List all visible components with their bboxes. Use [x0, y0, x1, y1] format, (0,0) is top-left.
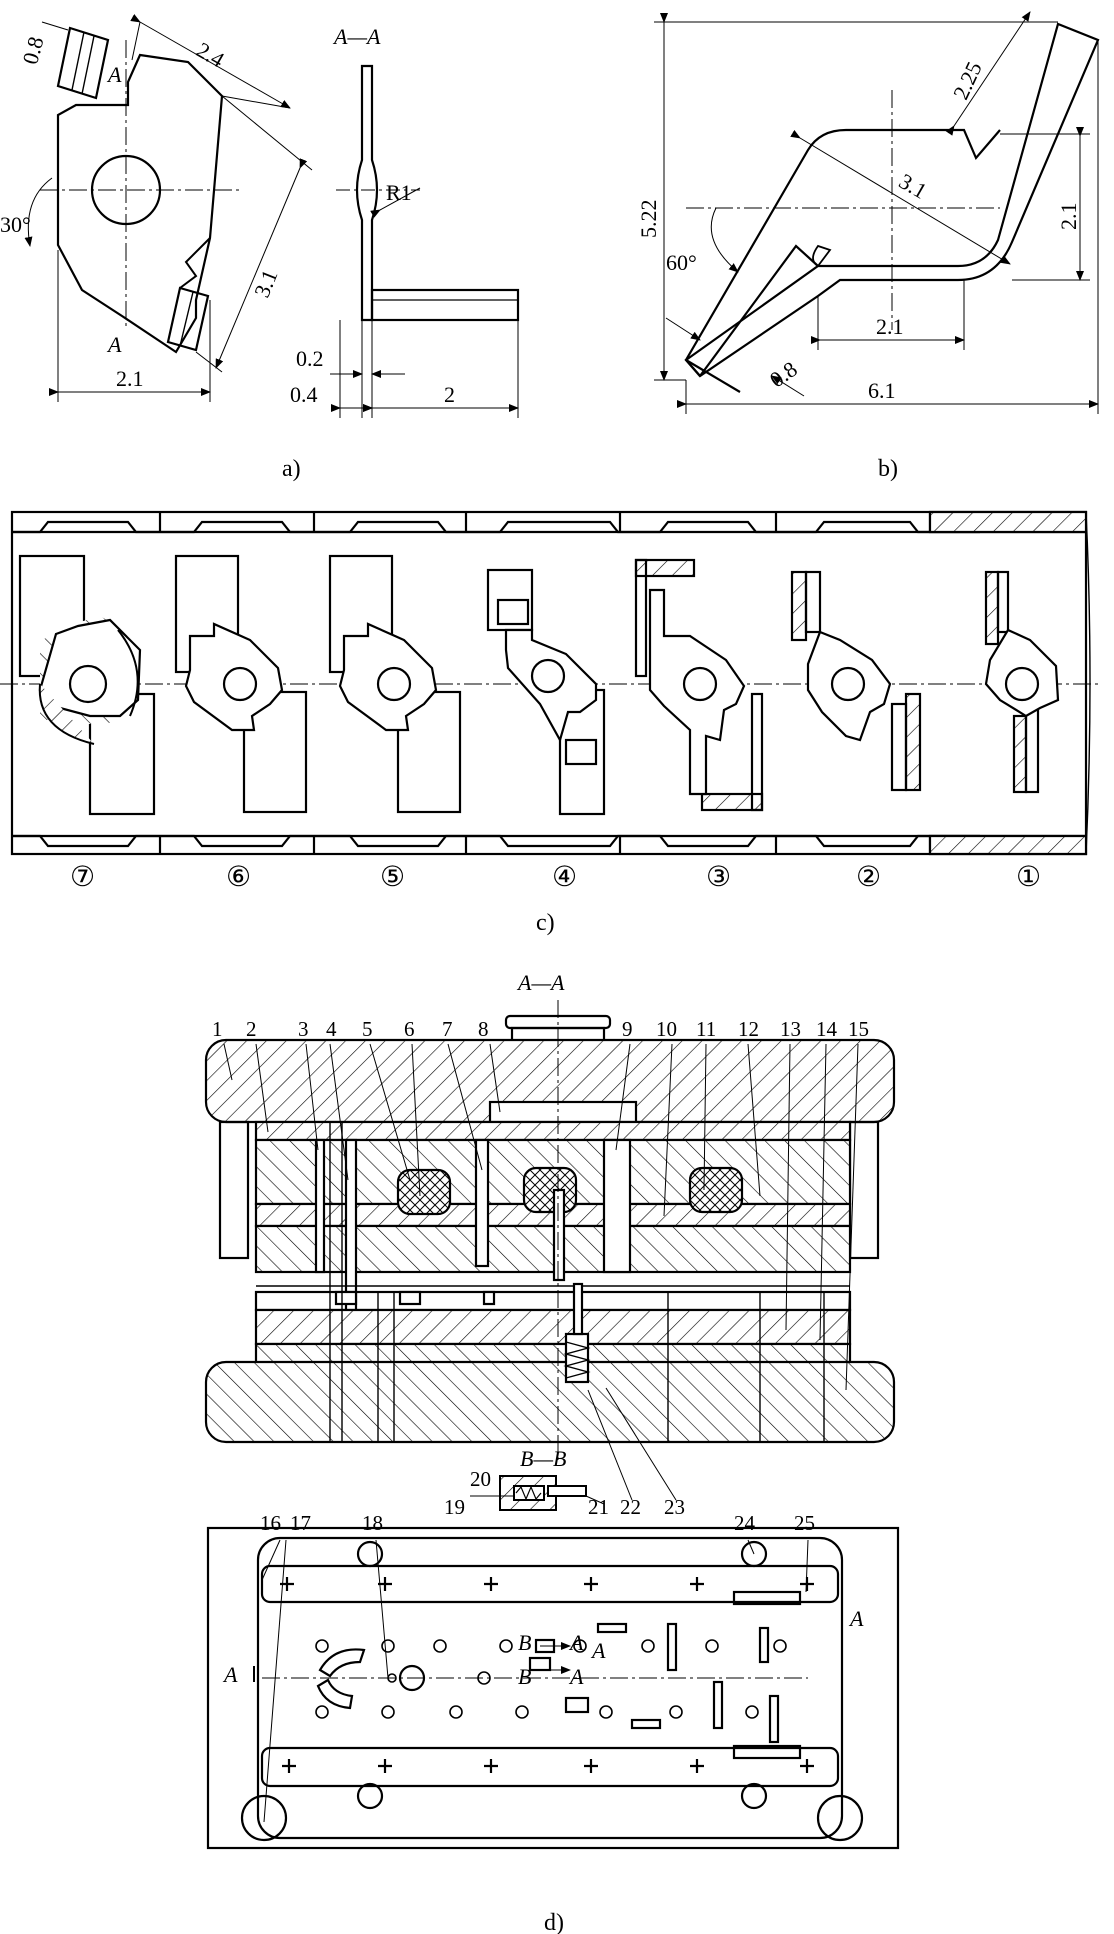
part-8: 8	[478, 1017, 489, 1041]
part-19: 19	[444, 1495, 465, 1519]
cut-mark-a-top: A	[106, 62, 122, 87]
caption-d: d)	[544, 1910, 564, 1934]
dim-2: 2	[444, 382, 455, 407]
station-7	[18, 554, 156, 816]
station-labels: ⑦ ⑥ ⑤ ④ ③ ② ①	[70, 862, 1041, 893]
die-section	[204, 1000, 896, 1460]
dim-6-1: 6.1	[868, 378, 896, 403]
dim-3-1-a: 3.1	[249, 266, 282, 301]
part-23: 23	[664, 1495, 685, 1519]
part-18: 18	[362, 1511, 383, 1535]
caption-c: c)	[536, 910, 555, 936]
part-21: 21	[588, 1495, 609, 1519]
cut-mark-a-lower: A	[568, 1664, 584, 1689]
part-12: 12	[738, 1017, 759, 1041]
cut-mark-a-upper: A	[568, 1630, 584, 1655]
panel-b-labels: 2.25 5.22 3.1 2.1 60° 2.1 0.8 6.1	[636, 58, 1081, 403]
caption-b: b)	[878, 456, 898, 482]
blank-tab-bottom	[166, 286, 210, 352]
station-3	[634, 558, 764, 812]
panel-b	[654, 11, 1100, 414]
section-b-b-title: B—B	[520, 1446, 566, 1471]
part-10: 10	[656, 1017, 677, 1041]
station-1	[984, 570, 1060, 794]
dim-2-25: 2.25	[948, 58, 987, 103]
station-label-3: ③	[706, 862, 731, 893]
part-25: 25	[794, 1511, 815, 1535]
cut-mark-a-left: A	[222, 1662, 238, 1687]
station-label-1: ①	[1016, 862, 1041, 893]
part-15: 15	[848, 1017, 869, 1041]
station-4	[486, 568, 606, 816]
part-5: 5	[362, 1017, 373, 1041]
part-14: 14	[816, 1017, 838, 1041]
station-label-7: ⑦	[70, 862, 95, 893]
panel-a	[24, 14, 313, 402]
caption-a: a)	[282, 456, 301, 482]
dim-r1: R1	[386, 180, 412, 205]
part-2: 2	[246, 1017, 257, 1041]
station-5	[328, 554, 462, 814]
section-a-a-labels: A—A R1 0.2 0.4 2	[290, 24, 455, 407]
cut-mark-b-upper: B	[518, 1630, 531, 1655]
die-plan-view	[206, 1526, 900, 1850]
die-section-labels: A—A 1 2 3 4 5 6 7 8 9 10 11 12 13 14 15	[212, 970, 869, 1041]
dim-30deg: 30°	[0, 212, 31, 237]
blank-outline	[56, 53, 224, 354]
station-label-4: ④	[552, 862, 577, 893]
panel-c-strip	[0, 510, 1100, 856]
part-13: 13	[780, 1017, 801, 1041]
dim-0-4: 0.4	[290, 382, 318, 407]
cut-mark-a-right: A	[848, 1606, 864, 1631]
dim-0-2: 0.2	[296, 346, 324, 371]
dim-2-1-vertical: 2.1	[1056, 203, 1081, 231]
station-label-2: ②	[856, 862, 881, 893]
blank-tab-top	[56, 26, 110, 100]
station-2	[790, 570, 922, 792]
cut-mark-b-lower: B	[518, 1664, 531, 1689]
part-24: 24	[734, 1511, 756, 1535]
station-label-6: ⑥	[226, 862, 251, 893]
part-9: 9	[622, 1017, 633, 1041]
station-6	[174, 554, 308, 814]
dim-2-1-a: 2.1	[116, 366, 144, 391]
section-b-b	[470, 1387, 677, 1511]
dim-0-8: 0.8	[17, 34, 48, 67]
section-b-b-labels: B—B 20 19 21 22 23	[444, 1446, 685, 1519]
part-11: 11	[696, 1017, 716, 1041]
dim-2-1-horizontal: 2.1	[876, 314, 904, 339]
part-17: 17	[290, 1511, 311, 1535]
part-16: 16	[260, 1511, 281, 1535]
cut-mark-a-bottom: A	[106, 332, 122, 357]
section-a-a-title: A—A	[332, 24, 381, 49]
die-section-title: A—A	[516, 970, 565, 995]
dim-2-4: 2.4	[192, 37, 228, 72]
part-20: 20	[470, 1467, 491, 1491]
cut-mark-a-mid: A	[590, 1638, 606, 1663]
section-a-a	[330, 64, 520, 418]
part-6: 6	[404, 1017, 415, 1041]
dim-5-22: 5.22	[636, 200, 661, 239]
part-4: 4	[326, 1017, 337, 1041]
plan-view-labels: 16 17 18 24 25 A A B A A B A	[222, 1511, 864, 1689]
station-label-5: ⑤	[380, 862, 405, 893]
dim-0-8-b: 0.8	[765, 356, 802, 392]
part-22: 22	[620, 1495, 641, 1519]
panel-a-labels: 0.8 2.4 30° 3.1 2.1 A A	[0, 34, 282, 391]
part-3: 3	[298, 1017, 309, 1041]
part-7: 7	[442, 1017, 453, 1041]
part-1: 1	[212, 1017, 223, 1041]
dim-60deg: 60°	[666, 250, 697, 275]
